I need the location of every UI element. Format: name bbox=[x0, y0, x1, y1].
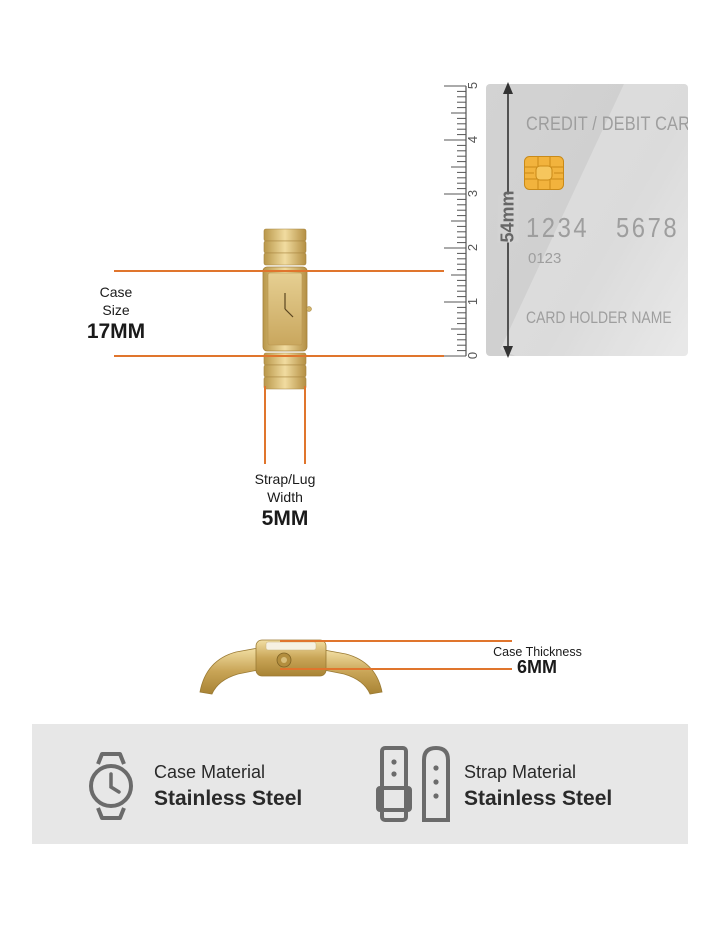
card-number-a: 1234 bbox=[526, 212, 590, 243]
strap-width-label-line2: Width bbox=[267, 489, 303, 505]
strap-icon bbox=[376, 746, 450, 822]
ruler-label: 0 bbox=[465, 351, 481, 360]
strap-width-label: Strap/Lug Width 5MM bbox=[235, 470, 335, 532]
ruler-label: 2 bbox=[465, 243, 481, 252]
strap-material-value: Stainless Steel bbox=[464, 787, 613, 810]
strap-width-right-line bbox=[304, 386, 306, 464]
strap-material-label: Strap Material bbox=[464, 762, 577, 782]
ruler-label: 5 bbox=[465, 81, 481, 90]
ruler bbox=[444, 85, 467, 357]
case-material-label: Case Material bbox=[154, 762, 266, 782]
case-size-top-line bbox=[114, 270, 444, 272]
case-size-label: Case Size 17MM bbox=[80, 283, 152, 345]
ruler-label: 4 bbox=[465, 135, 481, 144]
thickness-label: Case Thickness bbox=[493, 645, 582, 659]
case-size-label-line1: Case bbox=[99, 284, 133, 300]
card-title: CREDIT / DEBIT CARD bbox=[526, 114, 688, 135]
card-small-number: 0123 bbox=[528, 250, 562, 267]
thickness-top-line bbox=[280, 640, 512, 642]
case-size-label-line2: Size bbox=[102, 302, 130, 318]
case-size-bottom-line bbox=[114, 355, 444, 357]
card-holder-name: CARD HOLDER NAME bbox=[526, 308, 672, 327]
watch-icon bbox=[89, 752, 133, 820]
thickness-bottom-line bbox=[280, 668, 512, 670]
thickness-value: 6MM bbox=[517, 657, 557, 677]
ruler-label: 1 bbox=[465, 297, 481, 306]
card-number-b: 5678 bbox=[616, 212, 680, 243]
credit-card: CREDIT / DEBIT CARD 1234 5678 0123 CARD … bbox=[486, 84, 688, 356]
case-size-value: 17MM bbox=[86, 320, 146, 343]
strap-width-left-line bbox=[264, 386, 266, 464]
card-height-label: 54mm bbox=[497, 190, 519, 243]
ruler-label: 3 bbox=[465, 189, 481, 198]
strap-width-value: 5MM bbox=[261, 507, 309, 530]
watch-side-image bbox=[199, 639, 383, 695]
case-material-value: Stainless Steel bbox=[154, 787, 303, 810]
watch-front-image bbox=[262, 228, 312, 390]
strap-width-label-line1: Strap/Lug bbox=[254, 471, 316, 487]
card-chip-icon bbox=[524, 156, 564, 190]
material-panel: Case Material Stainless Steel Strap Mate… bbox=[32, 724, 688, 844]
